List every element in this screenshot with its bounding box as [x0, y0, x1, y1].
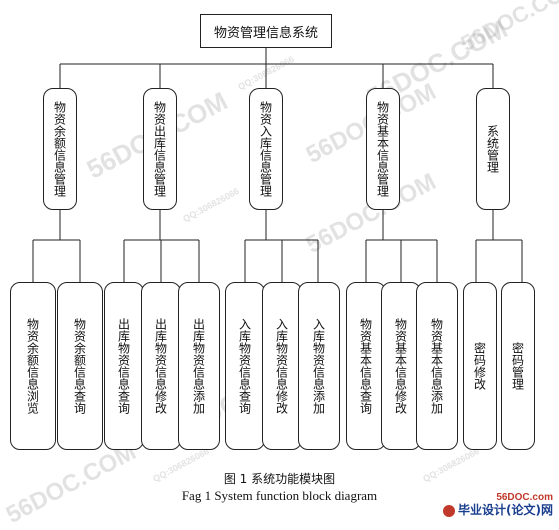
- root-node: 物资管理信息系统: [200, 14, 332, 48]
- module-node: 系统管理: [476, 88, 510, 210]
- leaf-label: 出库物资信息查询: [116, 318, 131, 414]
- leaf-node: 出库物资信息添加: [178, 282, 220, 450]
- module-label: 物资入库信息管理: [258, 101, 273, 197]
- leaf-node: 物资基本信息修改: [381, 282, 421, 450]
- root-label: 物资管理信息系统: [213, 25, 318, 41]
- logo-name-row: 毕业设计(论文)网: [443, 503, 553, 518]
- leaf-node: 物资基本信息添加: [416, 282, 458, 450]
- module-label: 物资基本信息管理: [375, 101, 390, 197]
- module-node: 物资余额信息管理: [43, 88, 77, 210]
- module-label: 系统管理: [485, 125, 500, 173]
- leaf-label: 密码修改: [472, 342, 487, 390]
- module-label: 物资余额信息管理: [52, 101, 67, 197]
- connector-lines: [32, 48, 523, 282]
- leaf-label: 密码管理: [510, 342, 525, 390]
- leaf-label: 物资基本信息修改: [393, 318, 408, 414]
- leaf-label: 入库物资信息添加: [311, 318, 326, 414]
- leaf-node: 入库物资信息添加: [298, 282, 340, 450]
- leaf-node: 物资基本信息查询: [346, 282, 386, 450]
- leaf-node: 入库物资信息查询: [225, 282, 265, 450]
- site-logo: 56DOC.com 毕业设计(论文)网: [435, 491, 553, 519]
- figure-caption-cn: 图 1 系统功能模块图: [223, 472, 336, 486]
- leaf-label: 出库物资信息添加: [191, 318, 206, 414]
- module-node: 物资入库信息管理: [249, 88, 283, 210]
- leaf-node: 物资余额信息浏览: [10, 282, 56, 450]
- leaf-label: 物资余额信息查询: [72, 318, 87, 414]
- leaf-node: 密码管理: [501, 282, 535, 450]
- module-node: 物资基本信息管理: [366, 88, 400, 210]
- leaf-label: 物资基本信息添加: [429, 318, 444, 414]
- leaf-node: 密码修改: [463, 282, 497, 450]
- logo-site: 56DOC.com: [496, 492, 553, 503]
- module-node: 物资出库信息管理: [143, 88, 177, 210]
- leaf-label: 入库物资信息修改: [274, 318, 289, 414]
- leaf-label: 入库物资信息查询: [237, 318, 252, 414]
- leaf-label: 出库物资信息修改: [153, 318, 168, 414]
- logo-icon: [443, 504, 456, 517]
- logo-name: 毕业设计(论文)网: [458, 503, 553, 517]
- module-label: 物资出库信息管理: [152, 101, 167, 197]
- leaf-node: 入库物资信息修改: [262, 282, 302, 450]
- leaf-label: 物资余额信息浏览: [25, 318, 40, 414]
- leaf-label: 物资基本信息查询: [358, 318, 373, 414]
- figure-caption-en: Fag 1 System function block diagram: [181, 488, 378, 503]
- leaf-node: 出库物资信息查询: [104, 282, 144, 450]
- leaf-node: 出库物资信息修改: [141, 282, 181, 450]
- leaf-node: 物资余额信息查询: [57, 282, 103, 450]
